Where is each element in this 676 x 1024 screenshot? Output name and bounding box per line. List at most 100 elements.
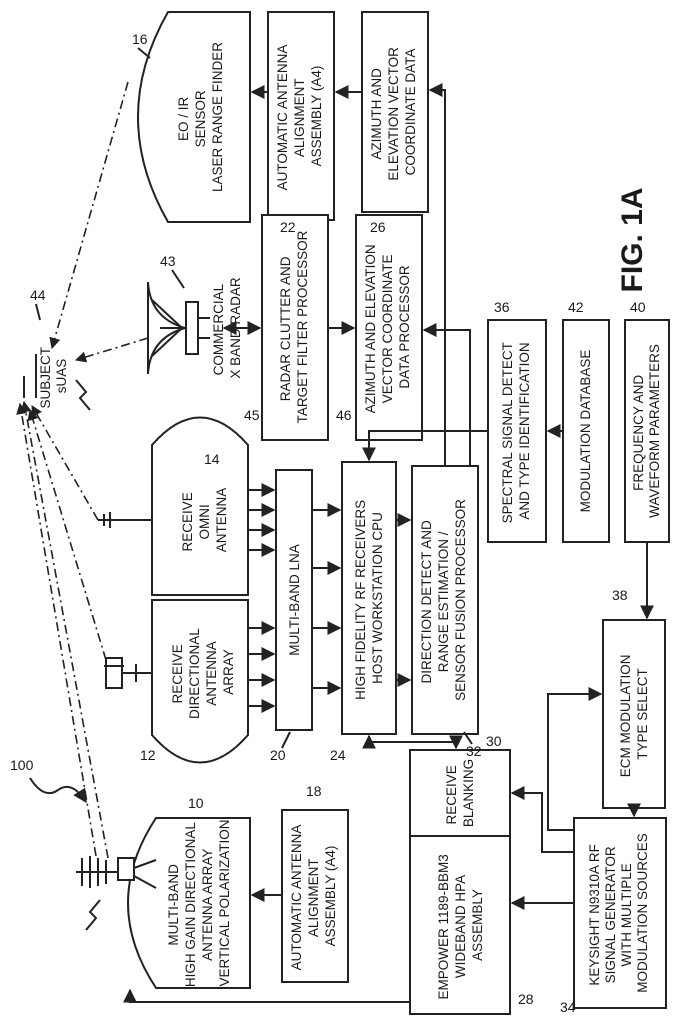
ref-44: 44 (30, 287, 46, 303)
blanking-line-2: BLANKING (461, 759, 476, 827)
hpa-assembly-block: EMPOWER 1189-BBM3 WIDEBAND HPA ASSEMBLY (410, 836, 510, 1014)
svg-text:AZIMUTH AND ELEVATION VE: AZIMUTH AND ELEVATION VECTOR COORDINATE … (363, 241, 412, 414)
ref-12: 12 (140, 747, 156, 763)
svg-text:MULTI-BAND LNA: MULTI-BAND LNA (287, 544, 302, 656)
ecm-modulation-select-block: ECM MODULATION TYPE SELECT (603, 620, 665, 808)
ref-24: 24 (330, 747, 346, 763)
eo-ir-line-3: LASER RANGE FINDER (210, 42, 225, 192)
receive-directional-antenna-block: RECEIVE DIRECTIONAL ANTENNA ARRAY (152, 600, 248, 763)
ref-22: 22 (280, 219, 296, 235)
frequency-waveform-block: FREQUENCY AND WAVEFORM PARAMETERS (625, 320, 669, 542)
omni-line-3: ANTENNA (214, 488, 229, 553)
omni-line-2: OMNI (197, 504, 212, 539)
ref-38: 38 (612, 587, 628, 603)
directional-line-4: ARRAY (221, 649, 236, 695)
directional-line-3: ANTENNA (204, 641, 219, 706)
receive-blanking-block: RECEIVE BLANKING (410, 750, 510, 836)
az-el-processor-block: AZIMUTH AND ELEVATION VECTOR COORDINATE … (356, 215, 422, 440)
keysight-line-4: MODULATION SOURCES (635, 833, 650, 993)
hpa-line-2: WIDEBAND HPA (453, 875, 468, 978)
ref-43: 43 (160, 253, 176, 269)
align-top-line-3: ASSEMBLY (A4) (309, 66, 324, 167)
lna-line-1: MULTI-BAND LNA (287, 544, 302, 656)
eo-ir-line-1: EO / IR (176, 97, 191, 142)
keysight-signal-generator-block: KEYSIGHT N9310A RF SIGNAL GENERATOR WITH… (574, 818, 666, 1008)
freq-line-2: WAVEFORM PARAMETERS (647, 344, 662, 518)
ref-42: 42 (568, 299, 584, 315)
alignment-assembly-top-block: AUTOMATIC ANTENNA ALIGNMENT ASSEMBLY (A4… (268, 12, 334, 220)
clutter-line-2: TARGET FILTER PROCESSOR (295, 230, 310, 423)
rf-line-2: HOST WORKSTATION CPU (370, 512, 385, 684)
rf-receivers-host-cpu-block: HIGH FIDELITY RF RECEIVERS HOST WORKSTAT… (342, 462, 396, 734)
ref-46: 46 (336, 407, 352, 423)
directional-line-2: DIRECTIONAL (187, 628, 202, 719)
ref-18: 18 (306, 783, 322, 799)
suas-line-2: sUAS (54, 359, 69, 394)
align-top-line-1: AUTOMATIC ANTENNA (275, 45, 290, 191)
ref-32: 32 (466, 743, 482, 759)
direction-line-2: RANGE ESTIMATION / (436, 531, 451, 672)
direction-line-3: SENSOR FUSION PROCESSOR (453, 499, 468, 701)
mod-db-line-1: MODULATION DATABASE (578, 350, 593, 513)
hg-line-2: HIGH GAIN DIRECTIONAL (183, 822, 198, 988)
multi-band-lna-block: MULTI-BAND LNA (276, 470, 312, 730)
hpa-line-3: ASSEMBLY (470, 889, 485, 961)
hg-line-4: VERTICAL POLARIZATION (217, 819, 232, 986)
hpa-line-1: EMPOWER 1189-BBM3 (436, 854, 451, 999)
high-gain-antenna-array-block: MULTI-BAND HIGH GAIN DIRECTIONAL ANTENNA… (128, 818, 250, 988)
spectral-line-1: SPECTRAL SIGNAL DETECT (500, 342, 515, 523)
ref-40: 40 (630, 299, 646, 315)
spectral-signal-detect-block: SPECTRAL SIGNAL DETECT AND TYPE IDENTIFI… (488, 320, 546, 542)
svg-text:MODULATION DATABASE: MODULATION DATABASE (578, 350, 593, 513)
keysight-line-1: KEYSIGHT N9310A RF (587, 844, 602, 986)
suas-line-1: SUBJECT (38, 347, 53, 408)
directional-line-1: RECEIVE (170, 644, 185, 703)
radar-line-1: COMMERCIAL (211, 283, 226, 375)
ref-30: 30 (486, 733, 502, 749)
az-el-vector-line-2: ELEVATION VECTOR (386, 47, 401, 181)
ecm-line-1: ECM MODULATION (618, 655, 633, 778)
ref-100: 100 (10, 757, 34, 773)
alignment-assembly-bottom-block: AUTOMATIC ANTENNA ALIGNMENT ASSEMBLY (A4… (282, 810, 348, 982)
svg-text:DIRECTION DETECT AND RAN: DIRECTION DETECT AND RANGE ESTIMATION / … (419, 499, 468, 701)
ref-10: 10 (188, 795, 204, 811)
hg-line-3: ANTENNA ARRAY (200, 849, 215, 961)
clutter-line-1: RADAR CLUTTER AND (278, 256, 293, 401)
omni-line-1: RECEIVE (180, 492, 195, 551)
keysight-line-3: WITH MULTIPLE (619, 863, 634, 966)
az-el-proc-line-1: AZIMUTH AND ELEVATION (363, 244, 378, 413)
ref-26: 26 (370, 219, 386, 235)
rf-line-1: HIGH FIDELITY RF RECEIVERS (353, 500, 368, 700)
az-el-vector-line-3: COORDINATE DATA (403, 49, 418, 176)
freq-line-1: FREQUENCY AND (631, 375, 646, 491)
eo-ir-line-2: SENSOR (193, 90, 208, 147)
az-el-vector-line-1: AZIMUTH AND (369, 68, 384, 160)
figure-label: FIG. 1A (616, 187, 649, 292)
blanking-line-1: RECEIVE (444, 765, 459, 824)
direction-detect-fusion-block: DIRECTION DETECT AND RANGE ESTIMATION / … (412, 466, 478, 734)
align-bottom-line-2: ALIGNMENT (306, 859, 321, 938)
radar-clutter-filter-block: RADAR CLUTTER AND TARGET FILTER PROCESSO… (262, 215, 328, 440)
eo-ir-sensor-block: EO / IR SENSOR LASER RANGE FINDER (138, 12, 250, 222)
az-el-proc-line-3: DATA PROCESSOR (397, 265, 412, 389)
svg-text:SUBJECT sUAS: SUBJECT sUAS (38, 343, 69, 408)
ref-45: 45 (244, 407, 260, 423)
align-bottom-line-1: AUTOMATIC ANTENNA (289, 825, 304, 971)
receive-omni-antenna-block: RECEIVE OMNI ANTENNA (152, 418, 248, 596)
align-bottom-line-3: ASSEMBLY (A4) (323, 846, 338, 947)
az-el-vector-data-block: AZIMUTH AND ELEVATION VECTOR COORDINATE … (362, 12, 428, 212)
ecm-line-2: TYPE SELECT (635, 668, 650, 760)
directional-array-icon (104, 658, 152, 688)
omni-whip-icon (98, 512, 152, 528)
direction-line-1: DIRECTION DETECT AND (419, 520, 434, 684)
ref-14: 14 (204, 451, 220, 467)
az-el-proc-line-2: VECTOR COORDINATE (380, 255, 395, 404)
spectral-line-2: AND TYPE IDENTIFICATION (517, 342, 532, 519)
hg-line-1: MULTI-BAND (166, 864, 181, 946)
align-top-line-2: ALIGNMENT (292, 79, 307, 158)
modulation-database-block: MODULATION DATABASE (563, 320, 609, 542)
keysight-line-2: SIGNAL GENERATOR (603, 846, 618, 983)
ref-16: 16 (132, 31, 148, 47)
subject-suas: SUBJECT sUAS (24, 343, 90, 410)
ref-28: 28 (518, 991, 534, 1007)
